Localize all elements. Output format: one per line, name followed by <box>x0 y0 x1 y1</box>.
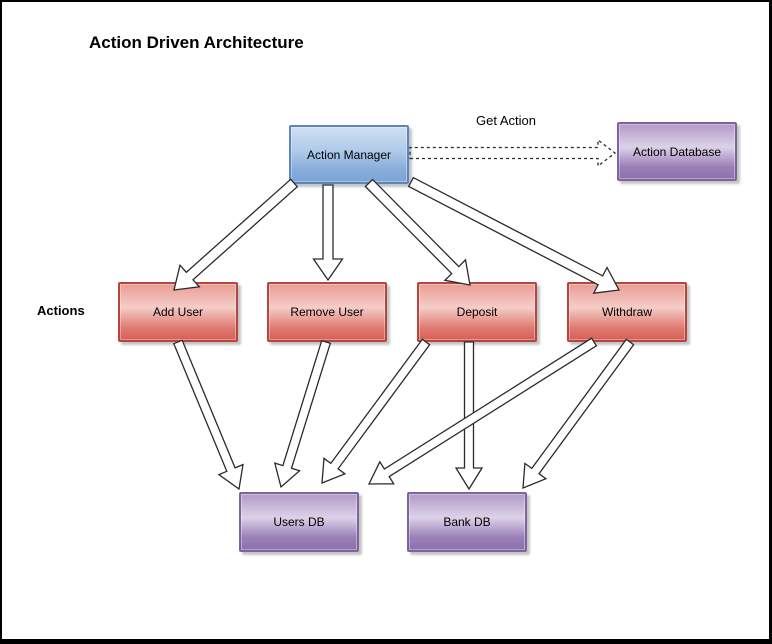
edge-action-manager-to-remove-user <box>312 184 344 282</box>
edge-add-user-to-users-db <box>172 339 244 491</box>
node-action-manager: Action Manager <box>289 125 409 184</box>
node-users-db: Users DB <box>239 492 359 552</box>
edge-action-manager-to-deposit <box>364 178 471 286</box>
node-label: Users DB <box>273 515 325 529</box>
edge-remove-user-to-users-db <box>273 339 332 489</box>
node-remove-user: Remove User <box>267 282 387 342</box>
node-label: Remove User <box>290 305 364 319</box>
edge-action-manager-to-add-user <box>173 178 299 291</box>
node-label: Add User <box>152 305 204 319</box>
node-label: Action Database <box>632 144 722 159</box>
node-deposit: Deposit <box>417 282 537 342</box>
edge-deposit-to-users-db <box>321 338 431 484</box>
node-withdraw: Withdraw <box>567 282 687 342</box>
edge-action-manager-to-action-database-dashed <box>409 138 617 168</box>
node-action-database: Action Database <box>617 122 737 181</box>
node-bank-db: Bank DB <box>407 492 527 552</box>
node-label: Action Manager <box>306 147 392 162</box>
node-label: Bank DB <box>443 515 491 529</box>
actions-group-label: Actions <box>37 303 85 318</box>
get-action-edge-label: Get Action <box>476 113 536 128</box>
edge-withdraw-to-users-db <box>367 337 598 485</box>
edge-withdraw-to-bank-db <box>522 338 635 489</box>
edge-action-manager-to-withdraw <box>407 176 621 295</box>
node-add-user: Add User <box>118 282 238 342</box>
node-label: Deposit <box>456 305 498 319</box>
node-label: Withdraw <box>601 305 652 319</box>
page-title: Action Driven Architecture <box>89 33 304 52</box>
edge-deposit-to-bank-db <box>454 341 484 491</box>
